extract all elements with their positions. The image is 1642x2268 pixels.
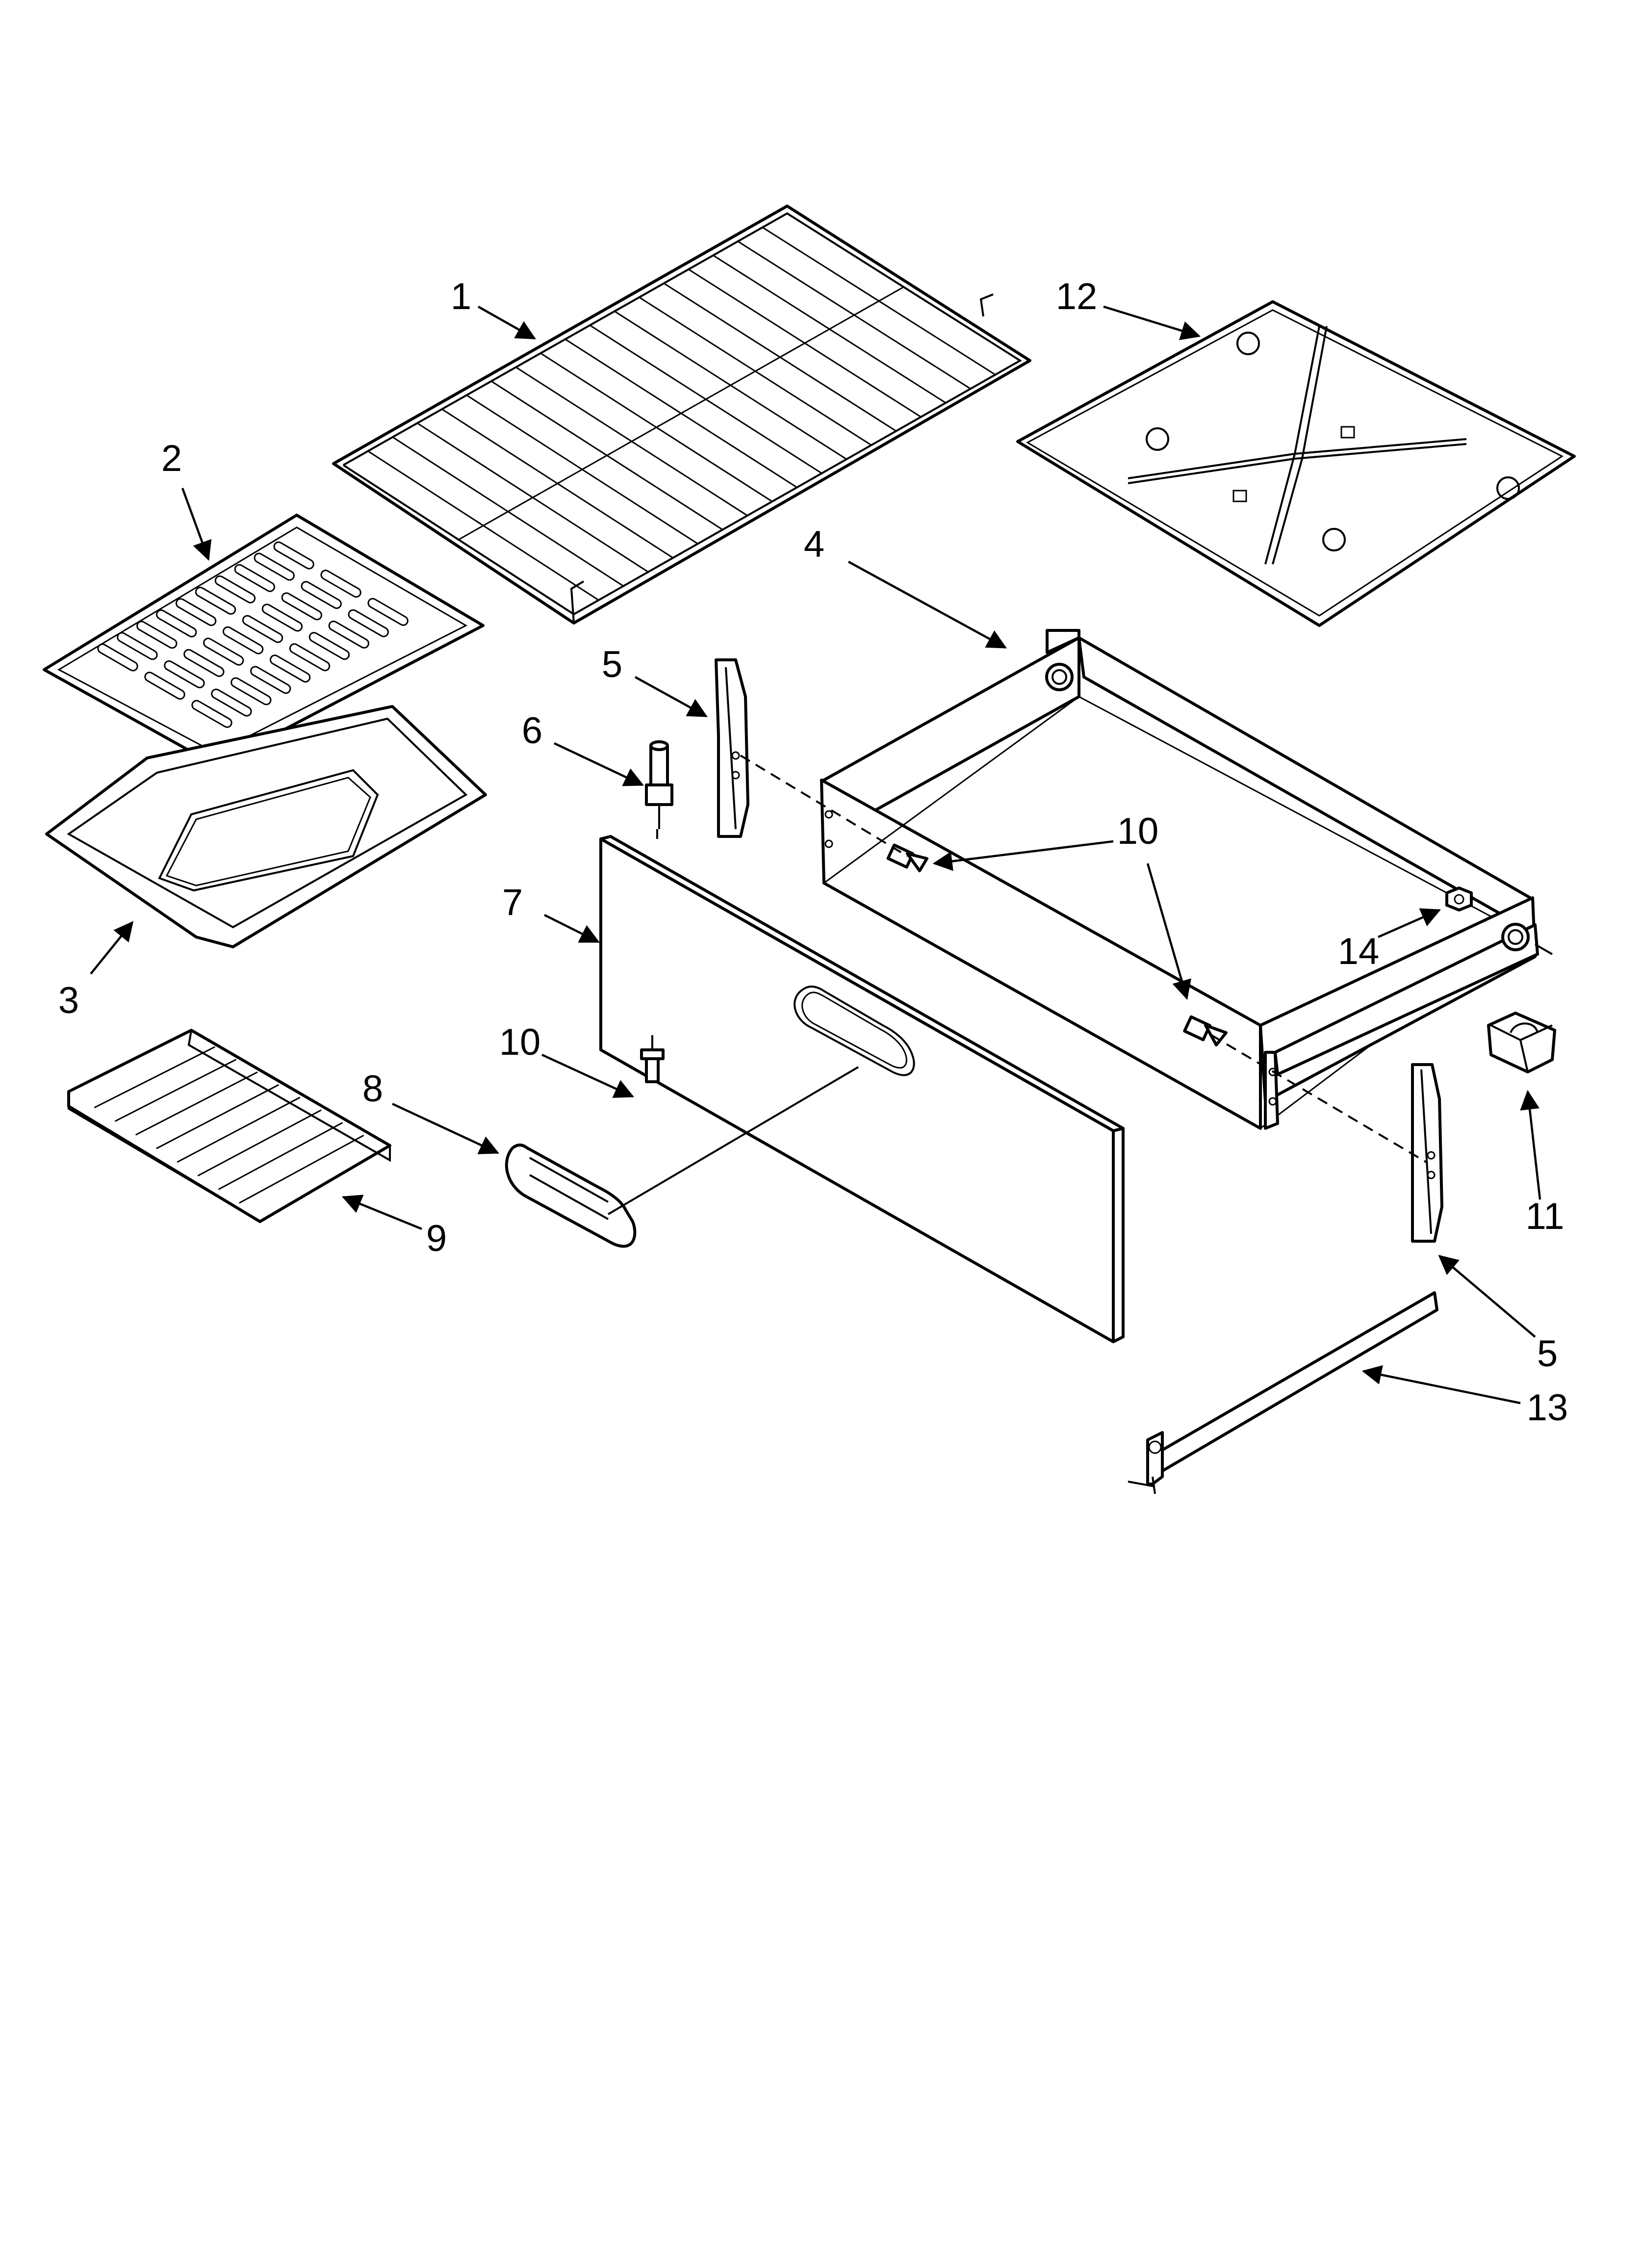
drawer-slide-left <box>715 658 749 838</box>
callout-3: 3 <box>58 980 79 1021</box>
drawer-clip <box>1487 1012 1556 1073</box>
broiler-pan <box>45 705 487 948</box>
callout-7: 7 <box>502 882 523 923</box>
callout-2: 2 <box>161 438 182 479</box>
callout-10-left: 10 <box>499 1021 541 1063</box>
callout-4: 4 <box>804 523 824 565</box>
callout-12: 12 <box>1056 276 1098 317</box>
drawer-front-panel <box>599 835 1125 1343</box>
drawer-body <box>820 629 1553 1130</box>
callout-13: 13 <box>1527 1387 1568 1429</box>
screw-front <box>1183 1015 1228 1046</box>
leader-arrows <box>90 305 1541 1405</box>
drawer-handle <box>505 1144 637 1248</box>
oven-bottom-panel <box>1016 300 1576 627</box>
callout-1: 1 <box>451 276 471 317</box>
drawer-pin <box>645 740 673 829</box>
callout-9: 9 <box>426 1218 447 1259</box>
callout-labels: 1 2 3 4 5 5 6 7 8 9 10 10 11 12 13 14 <box>58 276 1568 1429</box>
callout-11: 11 <box>1526 1196 1565 1237</box>
oven-rack <box>332 205 1031 625</box>
screw-rear <box>886 843 928 872</box>
screw-lower-left <box>640 1048 665 1083</box>
broiler-pan-grid <box>43 514 485 767</box>
callout-8: 8 <box>362 1068 383 1110</box>
callout-10-right: 10 <box>1117 810 1159 852</box>
callout-5-bottom: 5 <box>1537 1333 1558 1375</box>
drawer-slide-right <box>1411 1063 1443 1243</box>
callout-5-top: 5 <box>602 644 622 685</box>
callout-6: 6 <box>522 710 542 752</box>
drawer-rail <box>1128 1291 1438 1494</box>
broiler-tray <box>67 1029 391 1223</box>
callout-14: 14 <box>1338 931 1380 972</box>
alignment-lines <box>607 755 1428 1215</box>
